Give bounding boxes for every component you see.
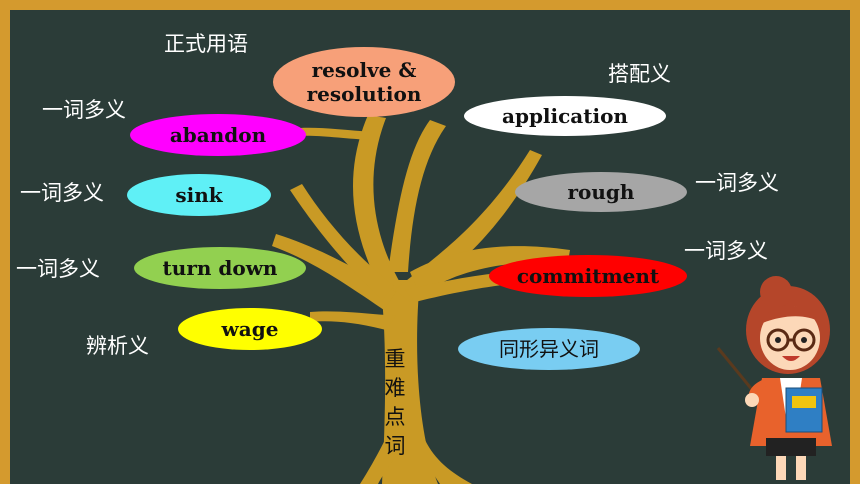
tree-graphic: [272, 115, 570, 484]
oval-commitment-text: commitment: [516, 264, 660, 288]
oval-resolve-text: resolve & resolution: [306, 58, 422, 106]
hair-bun: [760, 276, 792, 308]
teacher-illustration: [716, 276, 832, 480]
trunk-char-2: 难: [384, 376, 406, 400]
label-poly-4: 一词多义: [684, 239, 768, 263]
skirt: [766, 438, 816, 456]
label-collocation: 搭配义: [608, 62, 671, 86]
oval-wage-text: wage: [221, 317, 279, 341]
label-poly-1: 一词多义: [42, 98, 126, 122]
label-poly-3: 一词多义: [695, 171, 779, 195]
oval-application-text: application: [502, 104, 628, 128]
label-discrim: 辨析义: [86, 334, 149, 358]
oval-sink: sink: [127, 174, 271, 216]
oval-sink-text: sink: [175, 183, 223, 207]
oval-rough: rough: [515, 172, 687, 212]
oval-abandon-text: abandon: [169, 123, 267, 147]
oval-rough-text: rough: [567, 180, 635, 204]
book: [785, 387, 823, 433]
label-poly-5: 一词多义: [16, 257, 100, 281]
oval-resolve: resolve & resolution: [273, 47, 455, 117]
oval-application: application: [464, 96, 666, 136]
trunk-char-1: 重: [384, 347, 406, 371]
oval-commitment: commitment: [489, 255, 687, 297]
oval-turn-down-text: turn down: [162, 256, 278, 280]
oval-homograph-text: 同形异义词: [499, 337, 599, 361]
label-formal: 正式用语: [164, 32, 248, 56]
oval-turn-down: turn down: [134, 247, 306, 289]
oval-homograph: 同形异义词: [458, 328, 640, 370]
face: [760, 306, 820, 370]
chalkboard: resolve & resolution application abandon…: [10, 10, 850, 484]
label-poly-2: 一词多义: [20, 181, 104, 205]
trunk-char-4: 词: [384, 434, 406, 458]
oval-abandon: abandon: [130, 114, 306, 156]
oval-wage: wage: [178, 308, 322, 350]
trunk-char-3: 点: [384, 405, 406, 429]
trunk-text: 重 难 点 词: [383, 345, 407, 461]
pointer-stick: [716, 347, 756, 393]
